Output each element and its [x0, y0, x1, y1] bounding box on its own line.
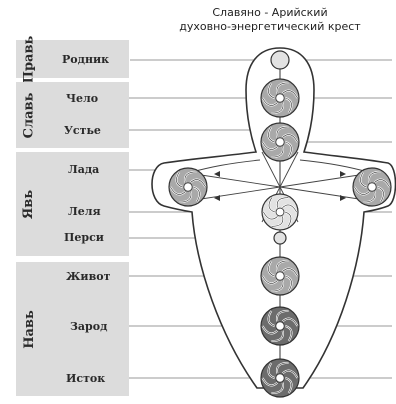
chakra-lelya [262, 194, 298, 230]
chakra-uste [261, 123, 299, 161]
chakra-chelo [261, 79, 299, 117]
chakra-zhivot [261, 257, 299, 295]
label-lada: Лада [68, 163, 99, 176]
chakra-persi [274, 232, 286, 244]
label-rodnik: Родник [62, 53, 109, 66]
diagram-title-line1: Славяно - Арийский [150, 6, 390, 19]
group-yav-title: Явь [16, 152, 42, 256]
group-slav-title: Славь [16, 82, 42, 148]
chakra-zarod [261, 307, 299, 345]
label-uste: Устье [64, 124, 101, 137]
group-yav: Явь Лада Леля Перси [16, 152, 129, 256]
label-persi: Перси [64, 231, 104, 244]
chakra-istok [261, 359, 299, 397]
chakra-lada-left [169, 168, 207, 206]
label-zhivot: Живот [66, 270, 110, 283]
group-slav: Славь Чело Устье [16, 82, 129, 148]
chakra-lada-right [353, 168, 391, 206]
label-istok: Исток [66, 372, 105, 385]
group-prav-title: Правь [16, 40, 42, 78]
group-nav-title: Навь [16, 262, 42, 396]
group-prav: Правь Родник [16, 40, 129, 78]
diagram-title-line2: духовно-энергетический крест [150, 20, 390, 33]
label-lelya: Леля [68, 205, 101, 218]
label-chelo: Чело [66, 92, 98, 105]
group-nav: Навь Живот Зарод Исток [16, 262, 129, 396]
chakra-rodnik [271, 51, 289, 69]
label-zarod: Зарод [70, 320, 107, 333]
